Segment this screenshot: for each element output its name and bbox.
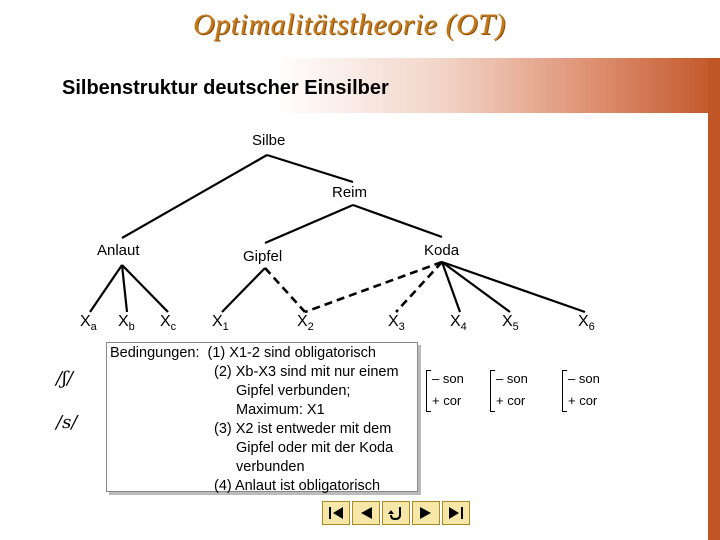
slot-xc: Xc [160,313,177,334]
header: Optimalitätstheorie (OT) [0,0,720,46]
edge-reim-koda [352,203,443,239]
next-slide-button[interactable] [412,501,440,525]
last-icon [449,507,463,519]
slot-xa: Xa [80,313,97,334]
edge-koda-x6 [441,260,586,314]
edge-gipfel-x2-dashed [264,267,306,313]
next-icon [420,507,431,519]
condition-line: (3) X2 ist entweder mit dem [214,421,392,437]
first-icon [329,507,343,519]
slide-title: Silbenstruktur deutscher Einsilber [62,77,389,99]
condition-line: Maximum: X1 [236,402,325,418]
edge-koda-x4 [440,261,462,313]
side-bar [708,58,720,540]
node-gipfel: Gipfel [243,248,283,265]
slot-xb: Xb [118,313,135,334]
conditions-heading-row: Bedingungen: (1) X1-2 sind obligatorisch [110,344,399,363]
slot-x4: X4 [450,313,467,334]
title-bar [34,58,720,113]
node-anlaut: Anlaut [97,242,140,259]
edge-anlaut-xc [121,264,169,313]
condition-line: (4) Anlaut ist obligatorisch [214,478,381,494]
condition-line: Gipfel oder mit der Koda [236,440,394,456]
conditions-heading: Bedingungen: [110,345,200,361]
edge-koda-x3-dashed [395,261,443,313]
edge-koda-x5 [441,261,511,313]
slot-x1: X1 [212,313,229,334]
condition-line: Gipfel verbunden; [236,383,351,399]
slot-x3: X3 [388,313,405,334]
edge-koda-x2-dashed [304,260,443,314]
feature-matrix-x6: – son + cor [562,368,600,412]
edge-anlaut-xb [120,264,129,313]
conditions-box [106,342,418,492]
segment-sh: /ʃ/ [56,368,74,389]
conditions-text: Bedingungen: (1) X1-2 sind obligatorisch… [110,344,399,496]
slide-navigation [322,501,470,525]
slot-x5: X5 [502,313,519,334]
condition-line: (2) Xb-X3 sind mit nur einem [214,364,399,380]
slot-x6: X6 [578,313,595,334]
return-button[interactable] [382,501,410,525]
first-slide-button[interactable] [322,501,350,525]
feature-matrix-x4: – son + cor [426,368,464,412]
previous-slide-button[interactable] [352,501,380,525]
edge-silbe-reim [266,153,354,184]
last-slide-button[interactable] [442,501,470,525]
slot-x2: X2 [297,313,314,334]
edge-gipfel-x1 [221,267,266,313]
node-koda: Koda [424,242,460,259]
node-silbe: Silbe [252,132,286,149]
node-reim: Reim [332,184,368,201]
condition-line: verbunden [236,459,305,475]
return-icon [388,507,401,521]
edge-silbe-anlaut [121,154,268,239]
segment-s: /s/ [56,412,78,433]
feature-matrix-x5: – son + cor [490,368,528,412]
edge-anlaut-xa [89,264,123,313]
logo: Optimalitätstheorie (OT) [193,8,506,41]
condition-line: (1) X1-2 sind obligatorisch [207,345,376,361]
edge-reim-gipfel [264,203,354,245]
back-icon [361,507,372,519]
